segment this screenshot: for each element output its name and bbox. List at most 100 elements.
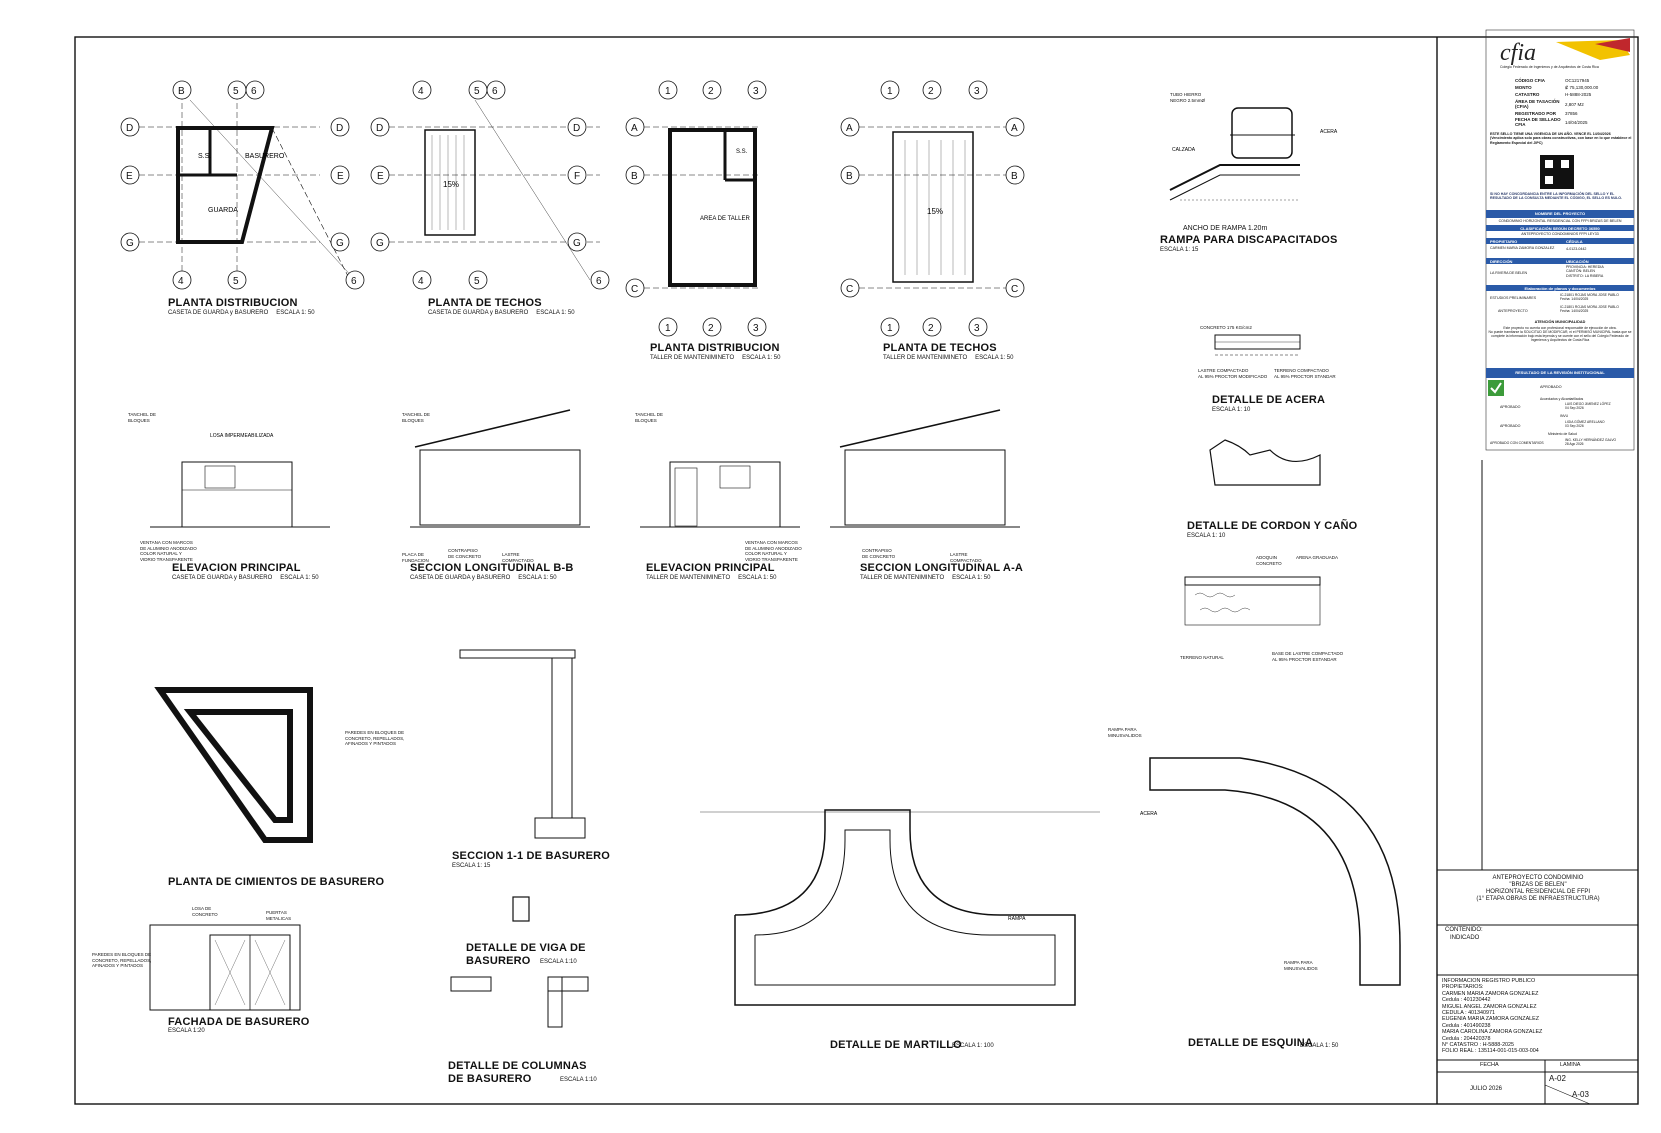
svg-text:6: 6 [492,86,498,97]
svg-text:D: D [336,123,343,134]
note-concreto-acera: CONCRETO 175 KG/cm2 [1200,325,1252,330]
note-rampa-minus-1: RAMPA PARA MINUSVALIDOS [1108,727,1142,738]
roof-slope-1: 15% [443,180,459,189]
sheet-border [74,36,1639,1105]
tb-rev1-inst: Acueductos y Alcantarillados [1540,397,1584,401]
label-area-taller: AREA DE TALLER [700,216,750,222]
tb-fecha-lbl: FECHA [1480,1062,1499,1068]
svg-text:G: G [573,238,581,249]
svg-text:4: 4 [178,276,184,287]
tb-elab-hdr: Elaboración de planos y documentos [1524,286,1596,291]
title-secc-aa: SECCION LONGITUDINAL A-A [860,562,1024,574]
sidewalk-detail [1214,334,1301,356]
svg-text:G: G [126,238,134,249]
svg-text:3: 3 [753,86,759,97]
tb-rev3-quien: ING. KELLY HERNÁNDEZ GALVO 28 Ago 2026 [1565,438,1617,446]
svg-text:3: 3 [974,86,980,97]
plan-taller-distribucion: A B C 1 2 3 1 2 3 [625,80,767,337]
note-contrapiso-2: CONTRAPISO DE CONCRETO [862,548,896,559]
svg-text:5: 5 [474,276,480,287]
elevations-row [150,409,1020,528]
tb-clasif: ANTEPROYECTO CONDOMINIOS FFPI LEY33 [1521,232,1599,236]
label-calzada: CALZADA [1172,147,1196,153]
note-terreno-natural: TERRENO NATURAL [1180,655,1224,660]
svg-text:2: 2 [708,323,714,334]
tb-aprobado: APROBADO [1540,385,1562,389]
tb-ante: ANTEPROYECTO [1498,309,1528,313]
tb-rev3-inst: Ministerio de Salud [1548,432,1577,436]
title-planta-techos-2: PLANTA DE TECHOS [883,342,997,354]
note-tubo: TUBO HIERRO NEGRO 2.5mmØ [1170,92,1206,103]
note-tanque-3: TANCHEL DE BLOQUES [635,412,664,423]
corner-detail [1149,757,1401,986]
title-elev-1: ELEVACION PRINCIPAL [172,562,301,574]
note-paredes-1: PAREDES EN BLOQUES DE CONCRETO, REPELLAD… [345,730,405,746]
esc-rampa: ESCALA 1: 15 [1160,247,1199,253]
tb-fecha-sellado: 14/04/2025 [1565,120,1588,125]
esc-det-viga: ESCALA 1:10 [540,959,577,965]
note-arena: ARENA GRADUADA [1296,555,1339,560]
note-ventana-2: VENTANA CON MARCOS DE ALUMINIO ANODIZADO… [745,540,802,562]
svg-text:F: F [574,171,580,182]
svg-text:B: B [631,171,638,182]
tb-ubic: PROVINCIA: HEREDIA CANTÓN: BELEN DISTRIT… [1566,265,1604,278]
ramp-detail [1169,107,1300,201]
title-secc-11: SECCION 1-1 DE BASURERO [452,850,611,862]
tb-fecha-sellado-lbl: FECHA DE SELLADO CFIA [1515,117,1561,127]
facade-basurero [149,924,301,1011]
svg-text:A: A [1011,123,1018,134]
svg-text:G: G [336,238,344,249]
title-det-col: DETALLE DE COLUMNAS DE BASURERO [448,1060,587,1085]
label-acera-rampa: ACERA [1320,129,1338,135]
svg-text:6: 6 [251,86,257,97]
cfia-subtitle: Colegio Federado de Ingenieros y de Arqu… [1500,65,1599,69]
tb-atencion: ATENCIÓN MUNICIPALIDAD [1534,320,1586,324]
note-losa-concreto: LOSA DE CONCRETO [192,906,218,917]
esc-martillo: ESCALA 1: 100 [952,1043,994,1049]
curb-detail [1209,439,1321,486]
tb-area-lbl: ÁREA DE TASACIÓN (CFIA) [1515,99,1560,109]
svg-text:5: 5 [474,86,480,97]
tb-ced-hdr: CÉDULA [1566,239,1583,244]
note-tanque-2: TANCHEL DE BLOQUES [402,412,431,423]
svg-text:E: E [337,171,344,182]
note-adoquin: ADOQUIN CONCRETO [1256,555,1282,566]
tb-ante-val: IC-21801 ROJAS MORA JOSE PABLO Fecha: 14… [1560,305,1619,313]
title-rampa: RAMPA PARA DISCAPACITADOS [1160,234,1338,246]
svg-text:C: C [846,284,853,295]
tb-dir-hdr: DIRECCIÓN [1490,259,1513,264]
svg-text:5: 5 [233,86,239,97]
note-paredes-2: PAREDES EN BLOQUES DE CONCRETO, REPELLAD… [92,952,152,968]
svg-text:D: D [573,123,580,134]
title-secc-bb: SECCION LONGITUDINAL B-B [410,562,574,574]
svg-text:C: C [631,284,638,295]
tb-lamina: A-02 [1549,1074,1566,1083]
note-lastre-1: LASTRE COMPACTADO [502,552,534,563]
note-puertas: PUERTAS METALICAS [266,910,292,921]
cfia-logo: cfia [1500,40,1536,66]
svg-text:D: D [126,123,133,134]
tb-area: 2,807 M2 [1565,102,1584,107]
note-contrapiso-1: CONTRAPISO DE CONCRETO [448,548,482,559]
svg-text:B: B [846,171,853,182]
title-esquina: DETALLE DE ESQUINA [1188,1037,1314,1049]
title-det-cordon: DETALLE DE CORDON Y CAÑO [1187,520,1358,532]
tb-codigo: OC1217945 [1565,78,1590,83]
tb-revisor-hdr: RESULTADO DE LA REVISIÓN INSTITUCIONAL [1515,370,1605,375]
label-ss: S.S. [198,153,211,160]
svg-text:3: 3 [753,323,759,334]
hammerhead-detail [700,809,1100,1006]
title-planta-dist-2: PLANTA DISTRIBUCION [650,342,780,354]
tb-rev2-estado: APROBADO [1500,424,1521,428]
tb-nombre: CONDOMINIO HORIZONTAL RESIDENCIAL CON FF… [1498,219,1622,223]
title-cimientos: PLANTA DE CIMIENTOS DE BASURERO [168,876,385,888]
svg-text:3: 3 [974,323,980,334]
svg-text:A: A [631,123,638,134]
esc-det-acera: ESCALA 1: 10 [1212,407,1251,413]
tb-fecha: JULIO 2026 [1470,1086,1503,1092]
tb-proyecto-titulo: ANTEPROYECTO CONDOMINIO "BRIZAS DE BELEN… [1476,875,1600,902]
svg-text:E: E [377,171,384,182]
tb-total: A-03 [1572,1090,1589,1099]
